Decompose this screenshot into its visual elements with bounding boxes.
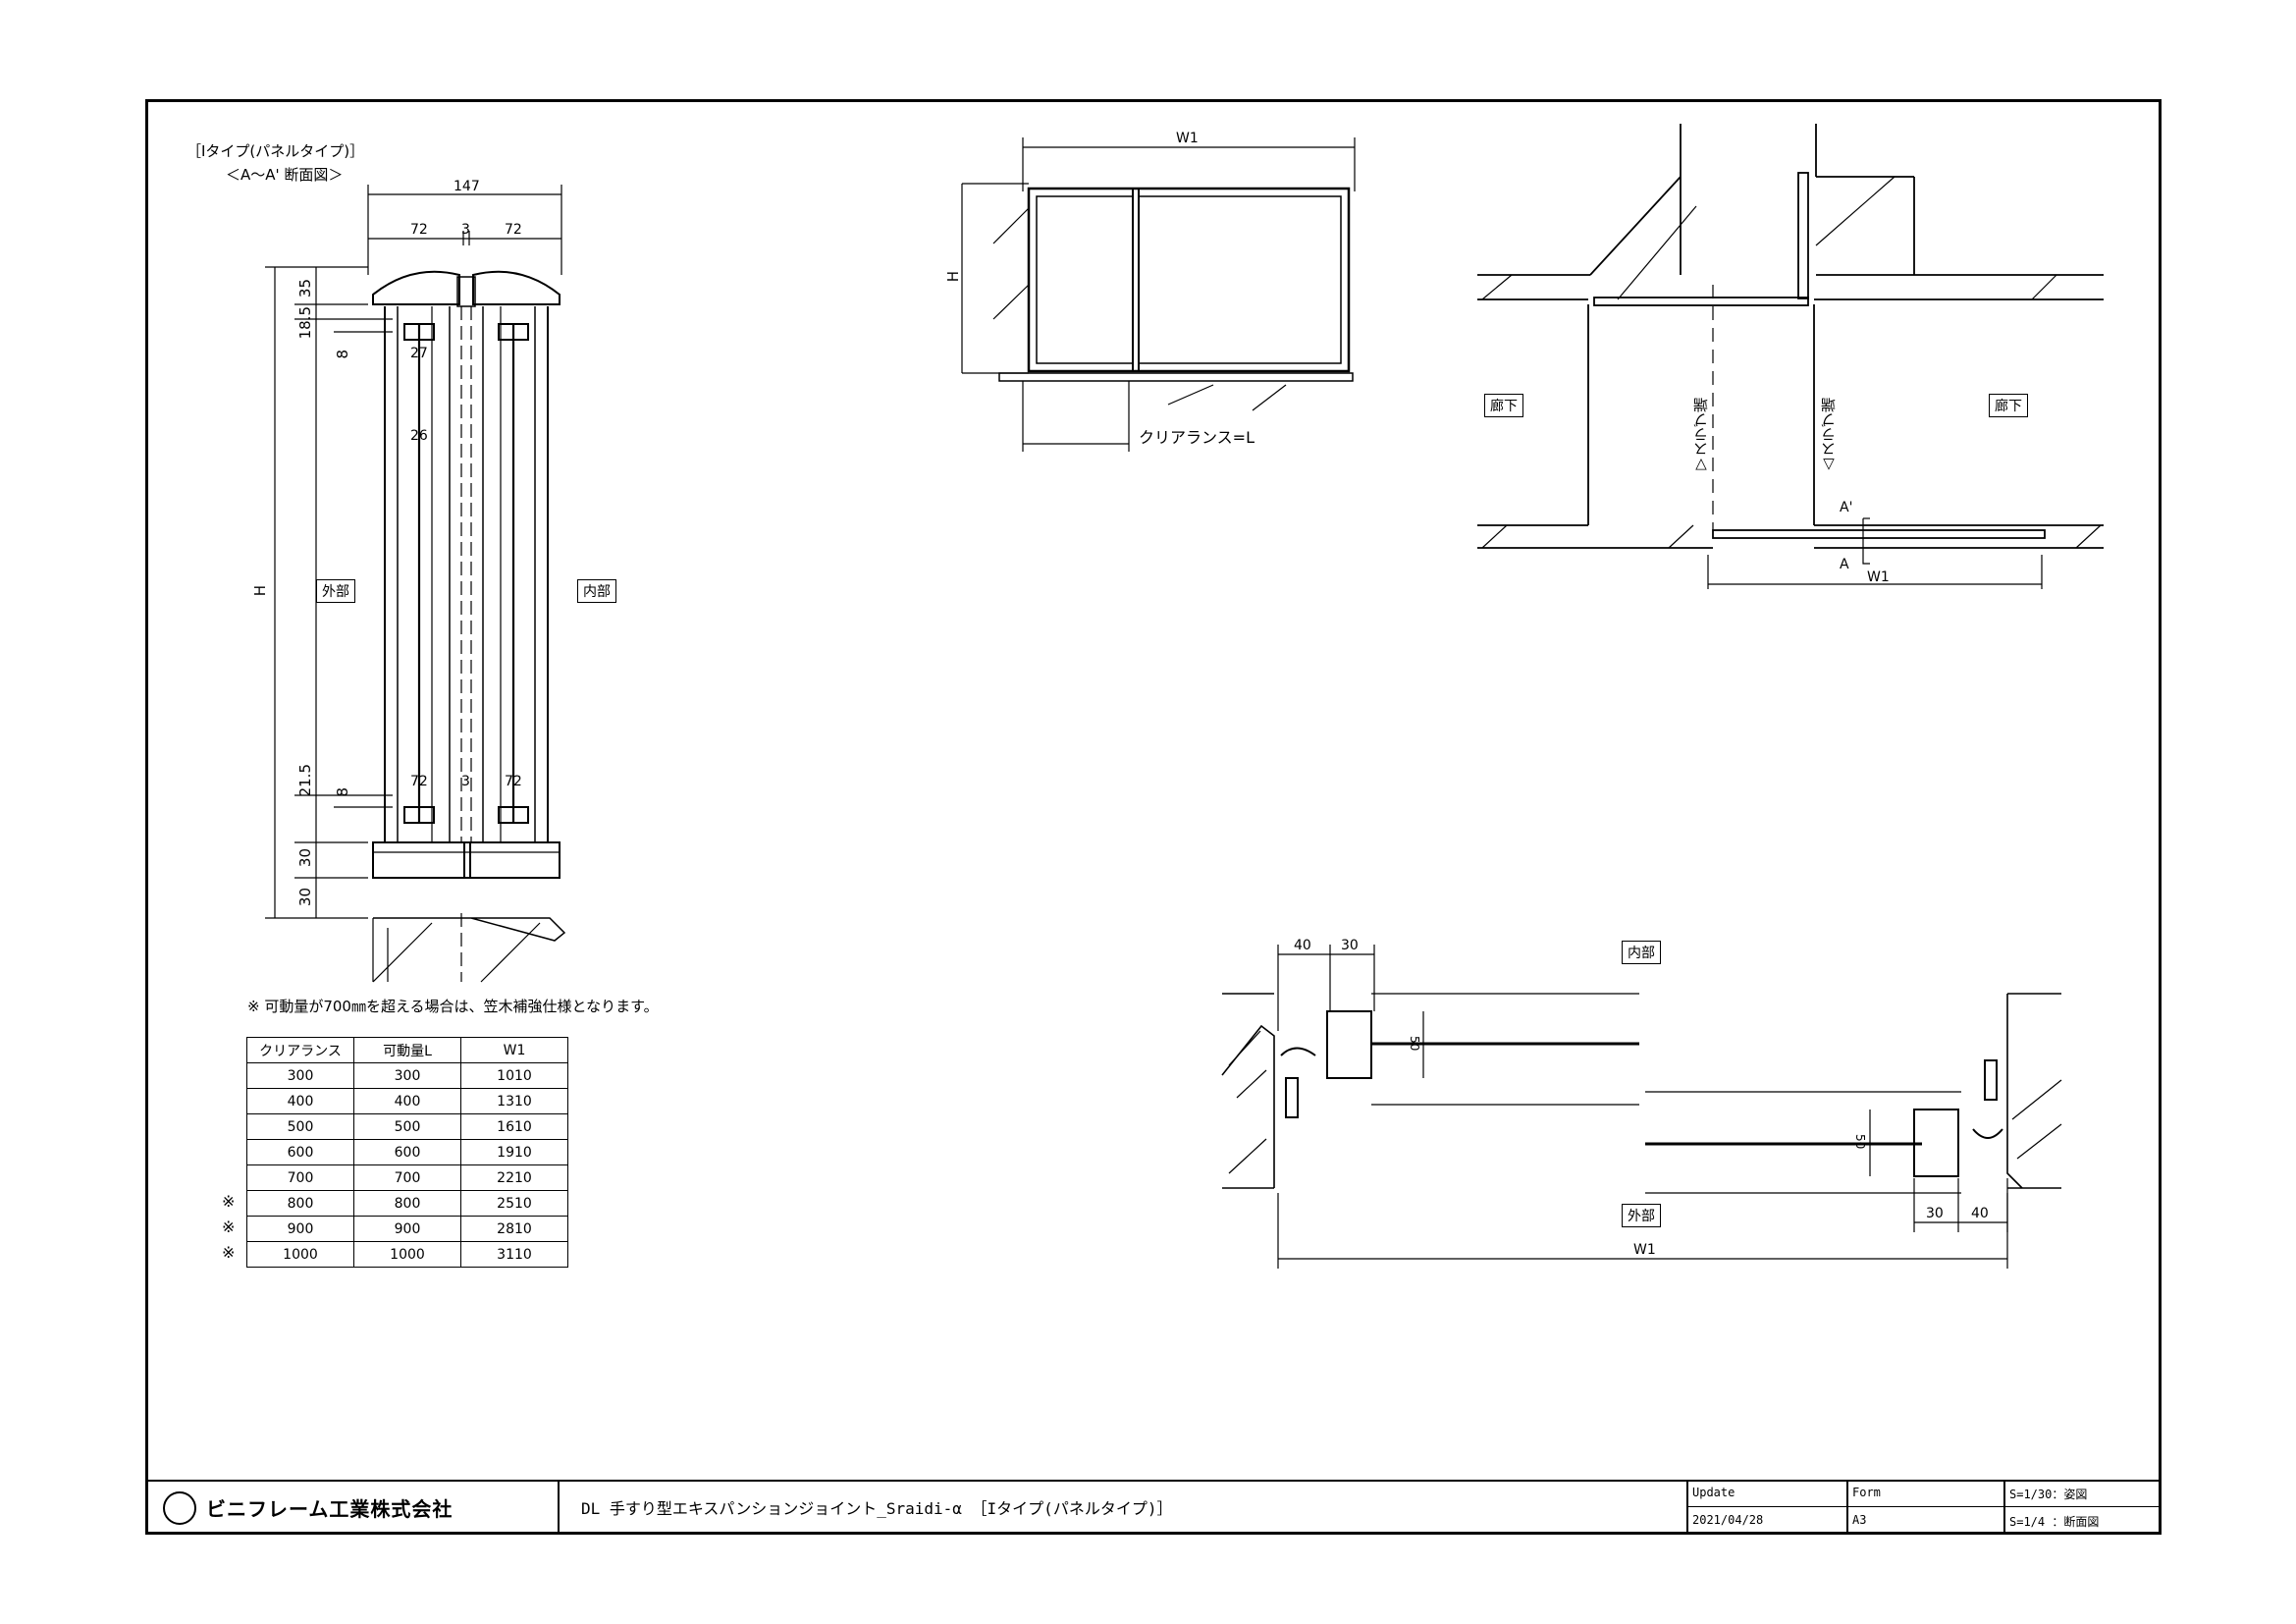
cell: 800 (353, 1190, 461, 1217)
dim-30-top: 30 (1341, 938, 1359, 953)
section-title: ［Iタイプ(パネルタイプ)］ (187, 142, 365, 160)
dim-72-top-left: 72 (410, 222, 428, 238)
dim-35: 35 (296, 279, 314, 298)
company-name: ビニフレーム工業株式会社 (206, 1497, 454, 1521)
dim-18-5: 18.5 (296, 306, 314, 340)
drawing-title: DL 手すり型エキスパンションジョイント_Sraidi-α ［Iタイプ(パネルタ… (581, 1499, 1173, 1518)
cell: 300 (353, 1062, 461, 1089)
slab-end-left: ▽スラブ端 (1692, 398, 1710, 474)
label-inner-detail: 内部 (1622, 941, 1661, 964)
cell: 1000 (246, 1241, 354, 1268)
slab-end-right: △スラブ端 (1820, 398, 1838, 474)
dim-72-top-right: 72 (505, 222, 522, 238)
dim-30b: 30 (296, 888, 314, 907)
section-subtitle: ＜A～A' 断面図＞ (226, 166, 344, 184)
label-corridor-right: 廊下 (1989, 394, 2028, 417)
dim-40-bottom: 40 (1971, 1206, 1989, 1221)
company-logo-icon (163, 1491, 196, 1525)
cell: 1000 (353, 1241, 461, 1268)
update-label: Update (1692, 1486, 1735, 1499)
section-marker-a-prime: A' (1840, 500, 1853, 515)
dim-72-bottom-left: 72 (410, 774, 428, 789)
cell: 300 (246, 1062, 354, 1089)
dim-w1-detail: W1 (1633, 1242, 1656, 1258)
cell: 1010 (460, 1062, 568, 1089)
cell: 500 (353, 1113, 461, 1140)
cell: 2510 (460, 1190, 568, 1217)
cell: 400 (246, 1088, 354, 1114)
dim-27: 27 (410, 346, 428, 361)
cell: 400 (353, 1088, 461, 1114)
dim-3-top: 3 (461, 222, 470, 238)
dim-h-section: H (251, 585, 269, 597)
scale-elevation: S=1/30：姿図 (2009, 1488, 2088, 1501)
dim-40-top: 40 (1294, 938, 1311, 953)
dim-26: 26 (410, 428, 428, 444)
cell: 700 (353, 1164, 461, 1191)
cell: 900 (353, 1216, 461, 1242)
dim-w1-plan: W1 (1867, 569, 1890, 585)
header-clearance: クリアランス (246, 1037, 354, 1063)
row-mark-7: ※ (222, 1243, 236, 1262)
row-mark-5: ※ (222, 1192, 236, 1211)
cell: 600 (246, 1139, 354, 1165)
dim-w1-elevation: W1 (1176, 131, 1199, 146)
cell: 600 (353, 1139, 461, 1165)
cell: 700 (246, 1164, 354, 1191)
cell: 2810 (460, 1216, 568, 1242)
dim-72-bottom-right: 72 (505, 774, 522, 789)
cell: 1310 (460, 1088, 568, 1114)
drawing-frame (145, 99, 2162, 1535)
scale-section: S=1/4 ：断面図 (2009, 1515, 2100, 1529)
label-corridor-left: 廊下 (1484, 394, 1523, 417)
clearance-label: クリアランス=L (1139, 428, 1255, 447)
cell: 1610 (460, 1113, 568, 1140)
dim-147: 147 (454, 179, 480, 194)
header-movement: 可動量L (353, 1037, 461, 1063)
label-inner-section: 内部 (577, 579, 616, 603)
dim-50-right: 50 (1853, 1134, 1867, 1150)
label-outer-detail: 外部 (1622, 1204, 1661, 1227)
title-block: ビニフレーム工業株式会社 DL 手すり型エキスパンションジョイント_Sraidi… (145, 1480, 2162, 1535)
dim-3-bottom: 3 (461, 774, 470, 789)
table-header-row: クリアランス 可動量L W1 (246, 1037, 568, 1063)
form-value: A3 (1852, 1513, 1867, 1527)
dim-50-left: 50 (1408, 1036, 1421, 1052)
dim-30-bottom: 30 (1926, 1206, 1944, 1221)
dim-8-top: 8 (334, 350, 351, 359)
section-marker-a: A (1840, 557, 1849, 572)
form-label: Form (1852, 1486, 1881, 1499)
update-value: 2021/04/28 (1692, 1513, 1764, 1527)
header-w1: W1 (460, 1037, 568, 1063)
cell: 3110 (460, 1241, 568, 1268)
dim-h-elevation: H (944, 271, 962, 283)
row-mark-6: ※ (222, 1218, 236, 1236)
reinforcement-note: ※ 可動量が700㎜を超える場合は、笠木補強仕様となります。 (247, 998, 659, 1015)
dim-21-5: 21.5 (296, 764, 314, 797)
cell: 900 (246, 1216, 354, 1242)
cell: 500 (246, 1113, 354, 1140)
cell: 1910 (460, 1139, 568, 1165)
dim-30a: 30 (296, 848, 314, 868)
label-outer-section: 外部 (316, 579, 355, 603)
cell: 800 (246, 1190, 354, 1217)
dim-8-bottom: 8 (334, 787, 351, 797)
cell: 2210 (460, 1164, 568, 1191)
